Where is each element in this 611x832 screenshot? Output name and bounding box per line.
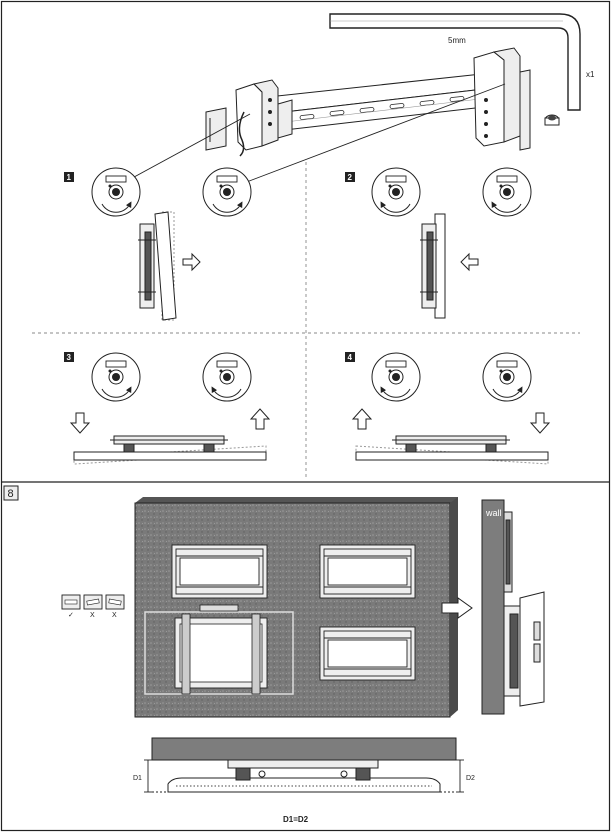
tv-side-view-step2 (420, 213, 446, 319)
step-badge-4: 4 (345, 352, 355, 362)
mounting-plate (171, 544, 268, 599)
arrow-right-icon (441, 597, 473, 619)
arrow-down-icon (529, 412, 551, 434)
svg-text:1: 1 (67, 173, 72, 182)
highlighted-bracket-box (144, 604, 294, 695)
screw-icon (544, 114, 560, 126)
leader-line (124, 113, 251, 183)
svg-text:X: X (90, 612, 95, 619)
wall-top-view (151, 737, 457, 761)
tool-size-label: 5mm (448, 36, 466, 45)
svg-text:8: 8 (8, 488, 14, 500)
section-8-badge: 8 (3, 485, 19, 501)
level-indicator-icon: ✓ (61, 594, 81, 619)
tv-top-view-bottom (167, 759, 441, 793)
arrow-up-icon (249, 408, 271, 430)
svg-text:X: X (112, 612, 117, 619)
leader-line (235, 83, 506, 187)
level-indicator-icon: X (105, 594, 125, 619)
svg-text:3: 3 (67, 353, 72, 362)
arrow-up-icon (351, 408, 373, 430)
dimension-equation: D1=D2 (283, 815, 309, 824)
adjust-knob-icon (202, 352, 252, 402)
wall-side-view (481, 499, 505, 715)
d2-label: D2 (466, 775, 475, 782)
svg-text:✓: ✓ (68, 612, 74, 619)
wall-bracket-assembly (205, 47, 531, 157)
adjust-knob-icon (91, 352, 141, 402)
dimension-d2 (440, 759, 464, 793)
dimension-d1 (144, 759, 168, 793)
tv-mounted-side (503, 511, 545, 707)
d1-label: D1 (133, 775, 142, 782)
hex-key-tool (329, 13, 581, 111)
svg-text:4: 4 (348, 353, 353, 362)
adjust-knob-icon (482, 352, 532, 402)
tv-top-view-step4 (355, 435, 549, 465)
wall-label: wall (485, 508, 502, 518)
tv-side-view-step1 (138, 211, 177, 321)
step-badge-3: 3 (64, 352, 74, 362)
arrow-right-icon (182, 252, 201, 272)
arrow-down-icon (69, 412, 91, 434)
adjust-knob-icon (91, 167, 141, 217)
adjust-knob-icon (371, 352, 421, 402)
step-badge-1: 1 (64, 172, 74, 182)
tool-quantity-label: x1 (586, 70, 595, 79)
step-badge-2: 2 (345, 172, 355, 182)
mounting-plate (319, 544, 416, 599)
tv-top-view-step3 (73, 435, 267, 465)
arrow-left-icon (460, 252, 479, 272)
adjust-knob-icon (371, 167, 421, 217)
level-indicator-icon: X (83, 594, 103, 619)
mounting-plate (319, 626, 416, 681)
adjust-knob-icon (202, 167, 252, 217)
svg-text:2: 2 (348, 173, 353, 182)
adjust-knob-icon (482, 167, 532, 217)
